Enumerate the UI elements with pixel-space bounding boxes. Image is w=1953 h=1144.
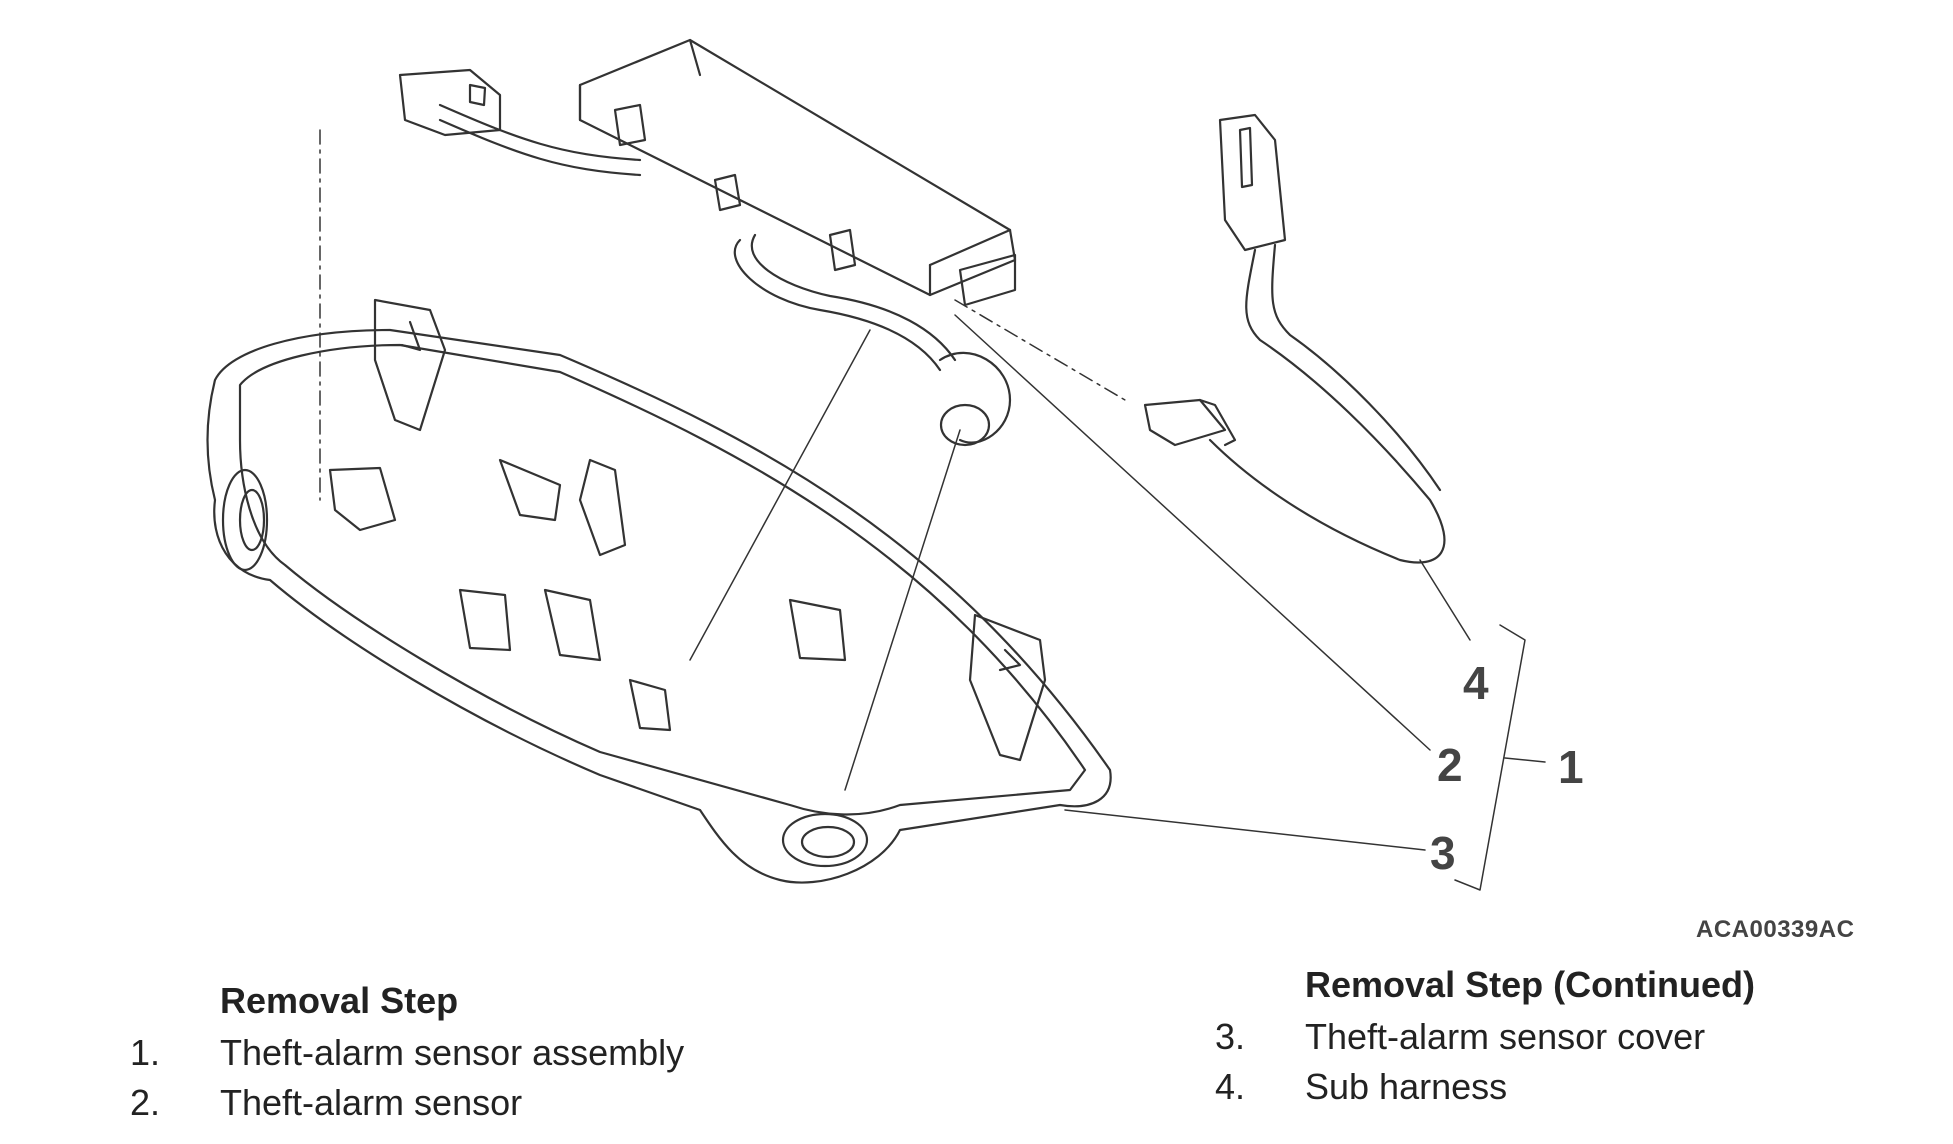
step-row: 2. Theft-alarm sensor — [130, 1078, 684, 1128]
removal-steps-right: Removal Step (Continued) 3. Theft-alarm … — [1215, 964, 1755, 1112]
exploded-view-drawing — [206, 38, 1546, 891]
step-row: 3. Theft-alarm sensor cover — [1215, 1012, 1755, 1062]
removal-steps-left: Removal Step 1. Theft-alarm sensor assem… — [130, 980, 684, 1128]
sensor-cover-tray — [206, 298, 1112, 884]
callout-3: 3 — [1430, 827, 1456, 879]
callout-2: 2 — [1437, 739, 1463, 791]
step-number: 1. — [130, 1032, 161, 1073]
removal-steps-continued-heading: Removal Step (Continued) — [1305, 964, 1756, 1005]
step-label: Theft-alarm sensor cover — [1305, 1016, 1706, 1057]
step-label: Sub harness — [1305, 1066, 1508, 1107]
leader-lines — [319, 129, 1546, 891]
step-number: 2. — [130, 1082, 161, 1123]
step-row: 1. Theft-alarm sensor assembly — [130, 1028, 684, 1078]
step-label: Theft-alarm sensor assembly — [220, 1032, 685, 1073]
sensor-wiring — [398, 68, 1012, 447]
removal-steps-heading: Removal Step — [220, 980, 459, 1021]
step-number: 4. — [1215, 1066, 1246, 1107]
callout-1: 1 — [1558, 741, 1584, 793]
sub-harness — [1143, 113, 1446, 564]
step-row: 4. Sub harness — [1215, 1062, 1755, 1112]
callout-4: 4 — [1463, 657, 1489, 709]
step-label: Theft-alarm sensor — [220, 1082, 523, 1123]
figure-code: ACA00339AC — [1696, 916, 1855, 943]
step-number: 3. — [1215, 1016, 1246, 1057]
sensor-module — [578, 38, 1017, 307]
